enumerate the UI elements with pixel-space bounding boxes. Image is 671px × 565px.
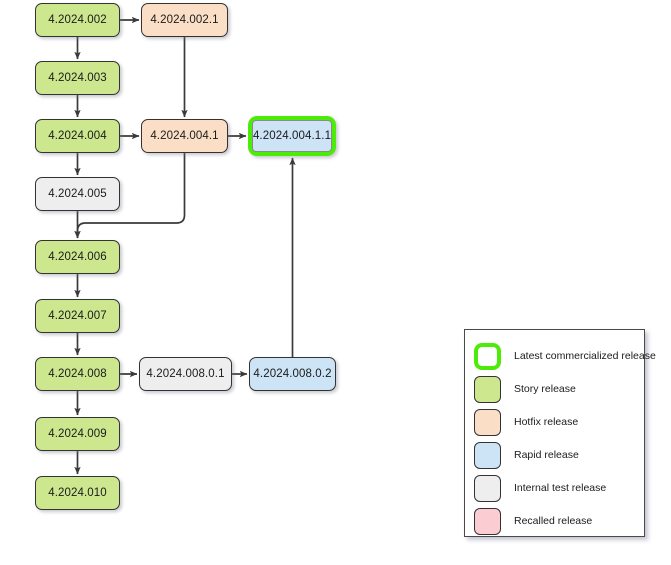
legend-label: Story release (514, 383, 576, 395)
node-release-4.2024.009[interactable]: 4.2024.009 (35, 417, 120, 451)
node-release-4.2024.010[interactable]: 4.2024.010 (35, 476, 120, 510)
node-label: 4.2024.002 (48, 14, 107, 26)
node-release-4.2024.005[interactable]: 4.2024.005 (35, 177, 120, 211)
legend-label: Recalled release (514, 515, 593, 527)
node-label: 4.2024.009 (48, 428, 107, 440)
node-release-4.2024.008.0.2[interactable]: 4.2024.008.0.2 (249, 357, 336, 391)
node-label: 4.2024.002.1 (150, 14, 219, 26)
node-label: 4.2024.006 (48, 251, 107, 263)
node-release-4.2024.004[interactable]: 4.2024.004 (35, 119, 120, 153)
legend-label: Latest commercialized release (514, 350, 656, 362)
legend-swatch-latest-icon (474, 342, 501, 370)
legend-swatch-internal-icon (474, 474, 501, 502)
node-release-4.2024.002[interactable]: 4.2024.002 (35, 3, 120, 37)
legend-item-story: Story release (474, 375, 576, 403)
legend-item-hotfix: Hotfix release (474, 408, 578, 436)
legend-swatch-rapid-icon (474, 441, 501, 469)
node-label: 4.2024.007 (48, 310, 107, 322)
node-release-4.2024.003[interactable]: 4.2024.003 (35, 61, 120, 95)
node-release-4.2024.006[interactable]: 4.2024.006 (35, 240, 120, 274)
legend-panel: Latest commercialized release Story rele… (464, 329, 656, 537)
node-release-4.2024.008.0.1[interactable]: 4.2024.008.0.1 (139, 357, 232, 391)
node-label: 4.2024.004 (48, 130, 107, 142)
node-label: 4.2024.005 (48, 188, 107, 200)
node-label: 4.2024.004.1.1 (251, 120, 333, 152)
node-label: 4.2024.008.0.1 (146, 368, 225, 380)
node-release-4.2024.008[interactable]: 4.2024.008 (35, 357, 120, 391)
node-release-4.2024.004.1[interactable]: 4.2024.004.1 (141, 119, 228, 153)
legend-label: Rapid release (514, 449, 579, 461)
legend-item-latest: Latest commercialized release (474, 342, 656, 370)
legend-swatch-recalled-icon (474, 507, 501, 535)
legend-item-rapid: Rapid release (474, 441, 579, 469)
node-release-4.2024.002.1[interactable]: 4.2024.002.1 (141, 3, 228, 37)
legend-swatch-story-icon (474, 375, 501, 403)
node-label: 4.2024.010 (48, 487, 107, 499)
node-label: 4.2024.003 (48, 72, 107, 84)
legend-label: Internal test release (514, 482, 607, 494)
legend-swatch-hotfix-icon (474, 408, 501, 436)
legend-item-recalled: Recalled release (474, 507, 592, 535)
node-label: 4.2024.008.0.2 (253, 368, 332, 380)
legend-label: Hotfix release (514, 416, 579, 428)
node-release-4.2024.004.1.1[interactable]: 4.2024.004.1.1 (248, 116, 336, 156)
node-label: 4.2024.008 (48, 368, 107, 380)
legend-item-internal: Internal test release (474, 474, 606, 502)
node-release-4.2024.007[interactable]: 4.2024.007 (35, 299, 120, 333)
node-label: 4.2024.004.1 (150, 130, 219, 142)
